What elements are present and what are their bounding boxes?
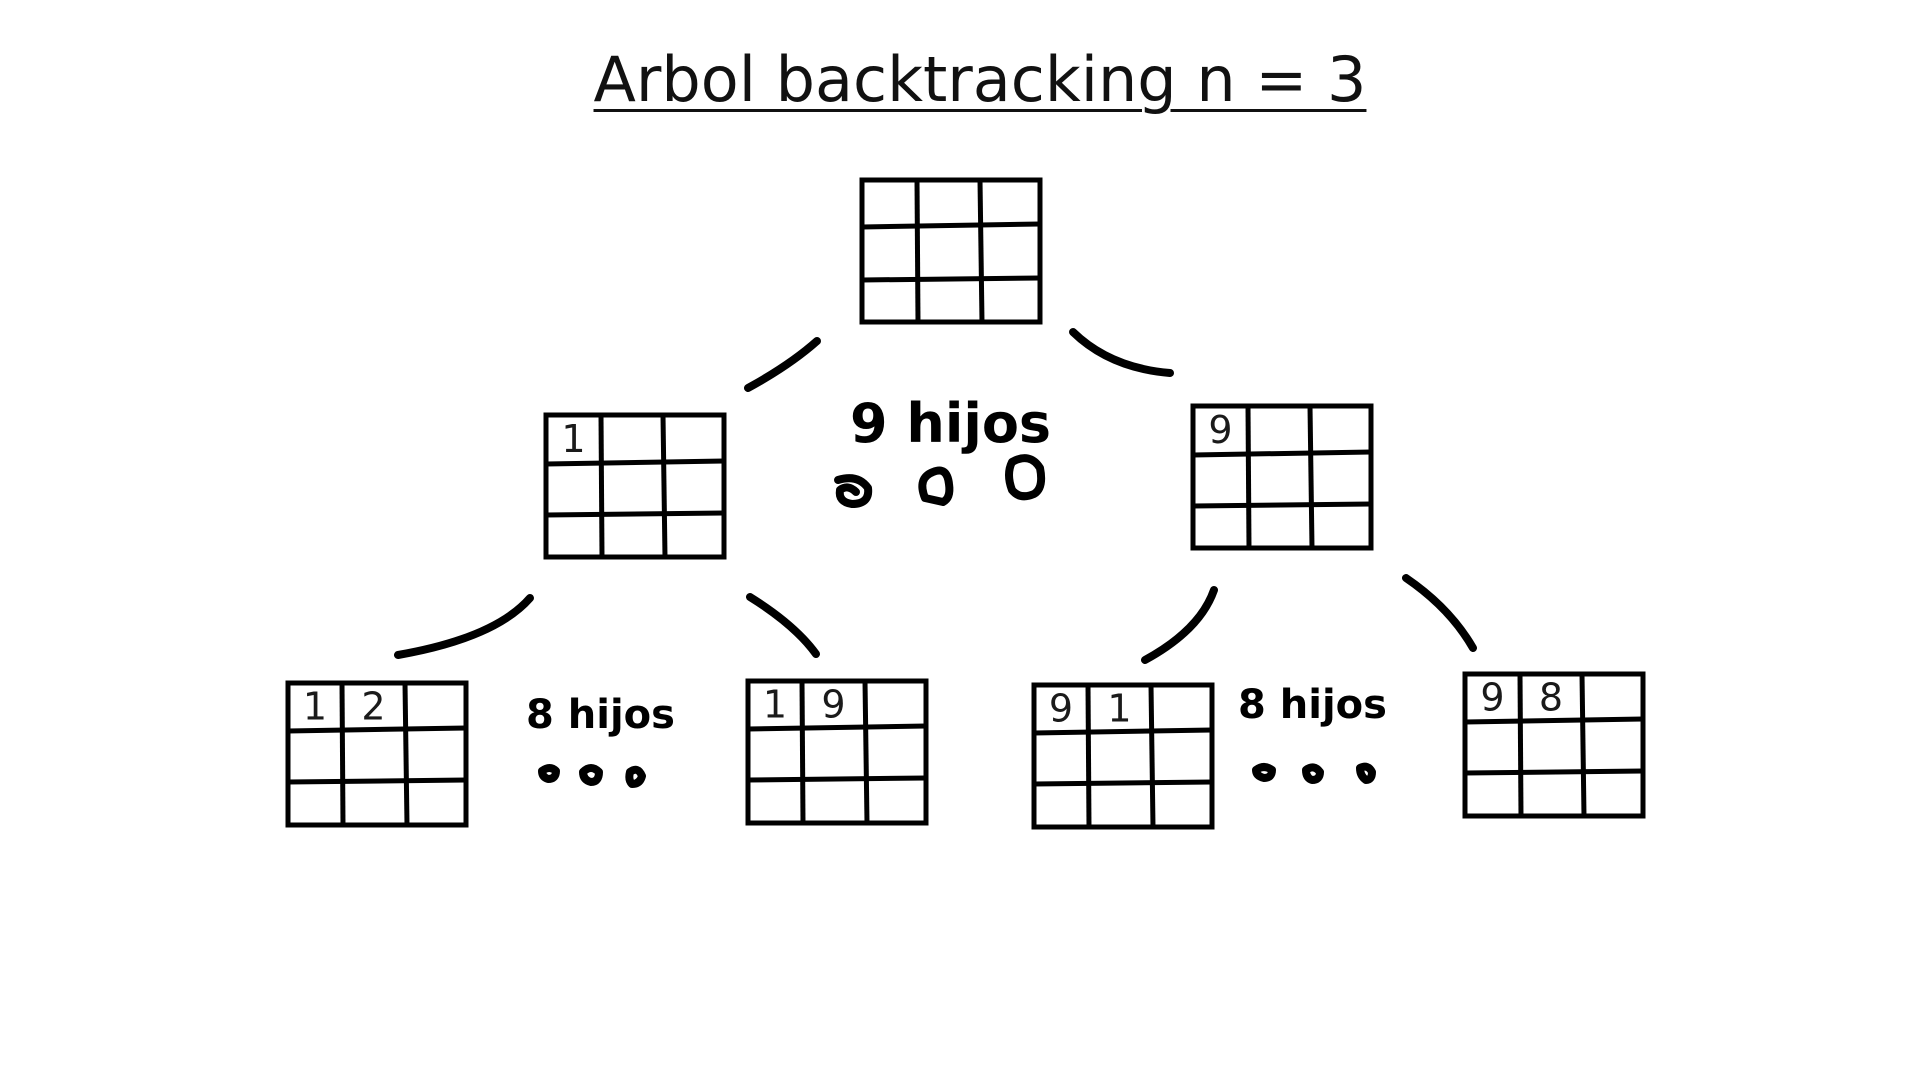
grid-cell-value: 8 (1539, 676, 1563, 720)
grid-frame (859, 177, 1043, 325)
grid-frame (1031, 682, 1215, 830)
edge-root-to-node-1 (744, 337, 821, 392)
grid-line-horizontal (861, 221, 1041, 230)
level2-left-children-note: 8 hijos (526, 692, 675, 788)
grid-line-horizontal (747, 775, 927, 783)
grid-line-horizontal (1192, 449, 1372, 458)
grid-cell-value: 1 (561, 417, 585, 461)
grid-line-horizontal (1464, 768, 1644, 776)
grid-cell-value: 9 (821, 683, 845, 727)
grid-line-vertical (1307, 405, 1315, 549)
grid-frame (285, 680, 469, 828)
grid-line-vertical (1245, 405, 1252, 549)
grid-line-horizontal (861, 275, 1041, 283)
grid-line-vertical (1085, 684, 1092, 828)
grid-line-vertical (598, 414, 605, 558)
ellipsis-dots (538, 764, 646, 788)
ellipsis-dot (625, 765, 646, 788)
ellipsis-dot (834, 474, 873, 508)
edge-node-9-to-node-91 (1141, 586, 1218, 664)
grid-cell-value: 1 (1107, 687, 1131, 731)
grid-root (859, 177, 1043, 325)
grid-frame (1462, 671, 1646, 819)
grid-cell-value: 9 (1480, 676, 1504, 720)
grid-cell-value: 1 (763, 683, 787, 727)
grid-line-vertical (1148, 684, 1156, 828)
ellipsis-dots (834, 454, 1046, 508)
grid-line-horizontal (1464, 716, 1644, 725)
ellipsis-dots (1252, 762, 1376, 784)
ellipsis-dot (1252, 763, 1276, 782)
grid-line-vertical (660, 414, 668, 558)
edge-node-1-to-node-19 (746, 593, 820, 658)
ellipsis-dot (1302, 763, 1324, 784)
edge-root-to-node-9 (1069, 328, 1174, 377)
grid-frame (745, 678, 929, 826)
grid-line-horizontal (287, 725, 467, 734)
level2-note-text-right: 8 hijos (1238, 682, 1387, 728)
diagram-title: Arbol backtracking n = 3 (593, 43, 1367, 116)
ellipsis-dot (1005, 454, 1046, 501)
grid-line-horizontal (1192, 501, 1372, 509)
ellipsis-dot (1356, 762, 1376, 784)
edge-node-9-to-node-98 (1402, 574, 1477, 652)
ellipsis-dot (579, 764, 603, 786)
level2-right-children-note: 8 hijos (1238, 682, 1387, 784)
grid-line-horizontal (545, 458, 725, 467)
grid-line-horizontal (747, 723, 927, 732)
tree-edges (394, 328, 1477, 664)
grid-frame (543, 412, 727, 560)
grid-cell-value: 2 (361, 685, 385, 729)
grid-frame (1190, 403, 1374, 551)
grid-line-vertical (1517, 673, 1524, 817)
grid-line-horizontal (1033, 779, 1213, 787)
grid-line-vertical (339, 682, 346, 826)
grid-line-horizontal (1033, 727, 1213, 736)
grid-line-vertical (862, 680, 870, 824)
grid-line-vertical (1579, 673, 1587, 817)
grid-line-horizontal (545, 510, 725, 518)
level2-note-text-left: 8 hijos (526, 692, 675, 738)
grid-line-horizontal (287, 777, 467, 785)
ellipsis-dot (918, 466, 954, 506)
level1-note-text: 9 hijos (850, 392, 1051, 455)
grid-line-vertical (799, 680, 806, 824)
grid-node-9: 9 (1190, 403, 1374, 551)
grid-line-vertical (402, 682, 410, 826)
edge-node-1-to-node-12 (394, 594, 534, 659)
grid-cell-value: 9 (1208, 408, 1232, 452)
level1-children-note: 9 hijos (834, 392, 1051, 508)
grid-cell-value: 1 (303, 685, 327, 729)
ellipsis-dot (538, 764, 560, 783)
grid-cell-value: 9 (1049, 687, 1073, 731)
grid-node-1: 1 (543, 412, 727, 560)
grid-line-vertical (914, 179, 921, 323)
grid-line-vertical (977, 179, 985, 323)
